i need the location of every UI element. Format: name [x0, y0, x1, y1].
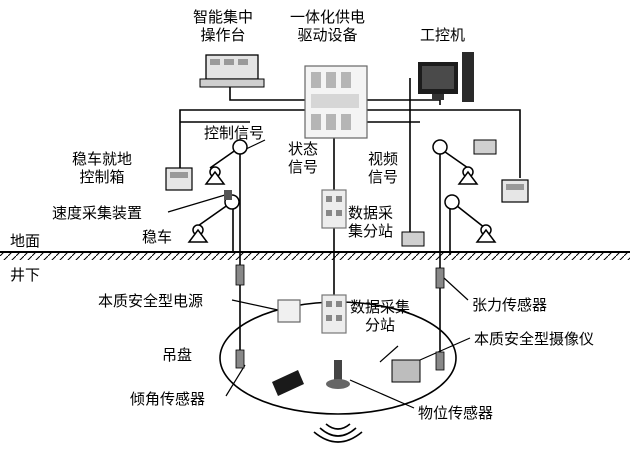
industrial-pc — [418, 52, 474, 102]
label-video-signal: 视频 信号 — [368, 150, 398, 186]
local-control-box-right — [501, 179, 529, 203]
label-tilt-sensor: 倾角传感器 — [130, 390, 206, 408]
label-local-control-box-line2: 控制箱 — [79, 168, 125, 186]
label-console: 智能集中 操作台 — [193, 8, 253, 44]
label-winch: 稳车 — [142, 228, 173, 246]
label-intrinsic-camera: 本质安全型摄像仪 — [474, 330, 595, 348]
intrinsic-camera-device — [391, 359, 421, 383]
label-power-drive-line2: 驱动设备 — [297, 26, 358, 44]
data-station-top-device — [321, 189, 347, 229]
label-video-signal-line1: 视频 — [368, 150, 399, 168]
label-speed-device: 速度采集装置 — [52, 204, 143, 222]
signal-waves-icon — [313, 423, 363, 443]
label-data-station-bottom-line2: 分站 — [365, 316, 396, 334]
tilt-sensor-device — [272, 370, 304, 396]
speed-device-block — [224, 190, 232, 200]
label-ground: 地面 — [10, 232, 41, 250]
label-tension-sensor: 张力传感器 — [472, 296, 548, 314]
label-data-station-bottom: 数据采集 分站 — [350, 298, 410, 334]
local-control-box-left — [165, 167, 193, 191]
label-leaders — [167, 139, 471, 409]
label-console-line2: 操作台 — [200, 26, 246, 44]
label-level-sensor: 物位传感器 — [418, 404, 494, 422]
label-local-control-box-line1: 稳车就地 — [72, 150, 133, 168]
label-intrinsic-power: 本质安全型电源 — [98, 292, 204, 310]
label-control-signal: 控制信号 — [204, 124, 265, 142]
label-data-station-top: 数据采 集分站 — [348, 204, 393, 240]
power-drive-cabinet — [304, 65, 368, 139]
winch-icons — [187, 166, 497, 243]
label-console-line1: 智能集中 — [193, 8, 254, 26]
label-local-control-box: 稳车就地 控制箱 — [72, 150, 132, 186]
label-power-drive-line1: 一体化供电 — [290, 8, 366, 26]
label-status-signal-line2: 信号 — [288, 158, 319, 176]
label-data-station-bottom-line1: 数据采集 — [350, 298, 411, 316]
connection-lines — [179, 78, 521, 415]
label-video-signal-line2: 信号 — [368, 168, 399, 186]
ground-surface — [0, 251, 630, 260]
sheave-wheels — [224, 139, 460, 210]
surface-camera-device — [401, 139, 497, 247]
label-hanging-scaffold: 吊盘 — [162, 346, 193, 364]
label-underground: 井下 — [10, 266, 41, 284]
console-device — [199, 54, 265, 88]
label-data-station-top-line2: 集分站 — [348, 222, 394, 240]
label-status-signal-line1: 状态 — [288, 140, 319, 158]
intrinsic-power-device — [277, 299, 301, 323]
label-status-signal: 状态 信号 — [288, 140, 318, 176]
tension-sensor-devices — [235, 264, 445, 371]
label-data-station-top-line1: 数据采 — [348, 204, 394, 222]
data-station-bottom-device — [321, 294, 347, 334]
label-power-drive: 一体化供电 驱动设备 — [290, 8, 365, 44]
level-sensor-device — [326, 360, 350, 389]
label-ipc: 工控机 — [420, 26, 466, 44]
